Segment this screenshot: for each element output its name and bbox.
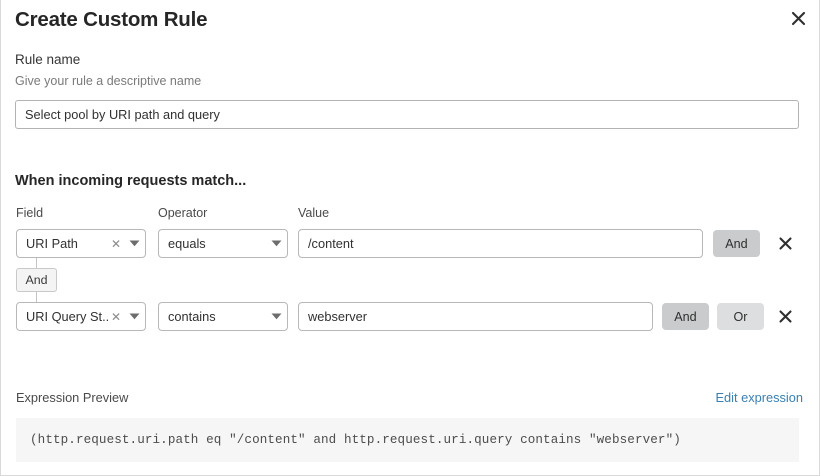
operator-select-row-2[interactable]: contains — [158, 302, 288, 331]
page-title: Create Custom Rule — [15, 8, 208, 31]
rule-name-label: Rule name — [15, 52, 81, 67]
field-select-value: URI Query St... — [26, 309, 109, 324]
delete-icon — [778, 237, 792, 250]
edit-expression-link[interactable]: Edit expression — [715, 390, 804, 405]
group-connector-and-badge[interactable]: And — [16, 268, 57, 292]
column-header-value: Value — [298, 206, 330, 220]
connector-line-bottom — [36, 291, 37, 302]
value-input-row-1[interactable] — [298, 229, 703, 258]
and-button-row-1[interactable]: And — [713, 230, 760, 257]
close-glyph — [791, 11, 805, 25]
expression-preview-label: Expression Preview — [16, 390, 129, 405]
chevron-down-glyph — [129, 313, 139, 320]
expression-preview-text: (http.request.uri.path eq "/content" and… — [30, 433, 681, 447]
value-input-row-2[interactable] — [298, 302, 653, 331]
chevron-down-glyph — [271, 313, 281, 320]
rule-name-input[interactable] — [15, 100, 799, 129]
delete-row-button-row-2[interactable] — [775, 302, 795, 331]
column-header-operator: Operator — [158, 206, 208, 220]
column-header-field: Field — [16, 206, 44, 220]
operator-select-value: contains — [168, 309, 216, 324]
condition-row: URI Query St... ✕ contains And Or — [1, 302, 819, 331]
operator-select-row-1[interactable]: equals — [158, 229, 288, 258]
field-select-value: URI Path — [26, 236, 78, 251]
match-section-heading: When incoming requests match... — [15, 173, 247, 189]
chevron-down-glyph — [271, 240, 281, 247]
or-button-row-2[interactable]: Or — [717, 303, 764, 330]
connector-line-top — [36, 258, 37, 269]
delete-icon — [778, 310, 792, 323]
chevron-down-glyph — [129, 240, 139, 247]
expression-preview-box: (http.request.uri.path eq "/content" and… — [16, 418, 799, 462]
chevron-down-icon[interactable] — [265, 313, 287, 320]
clear-icon[interactable]: ✕ — [110, 236, 121, 251]
and-button-row-2[interactable]: And — [662, 303, 709, 330]
clear-icon[interactable]: ✕ — [110, 309, 121, 324]
field-select-row-2[interactable]: URI Query St... ✕ — [16, 302, 146, 331]
operator-select-value: equals — [168, 236, 206, 251]
chevron-down-icon[interactable] — [265, 240, 287, 247]
chevron-down-icon[interactable] — [123, 313, 145, 320]
delete-row-button-row-1[interactable] — [775, 229, 795, 258]
close-icon[interactable] — [786, 6, 810, 30]
condition-row: URI Path ✕ equals And — [1, 229, 819, 258]
field-select-row-1[interactable]: URI Path ✕ — [16, 229, 146, 258]
rule-name-help-text: Give your rule a descriptive name — [15, 74, 202, 88]
chevron-down-icon[interactable] — [123, 240, 145, 247]
